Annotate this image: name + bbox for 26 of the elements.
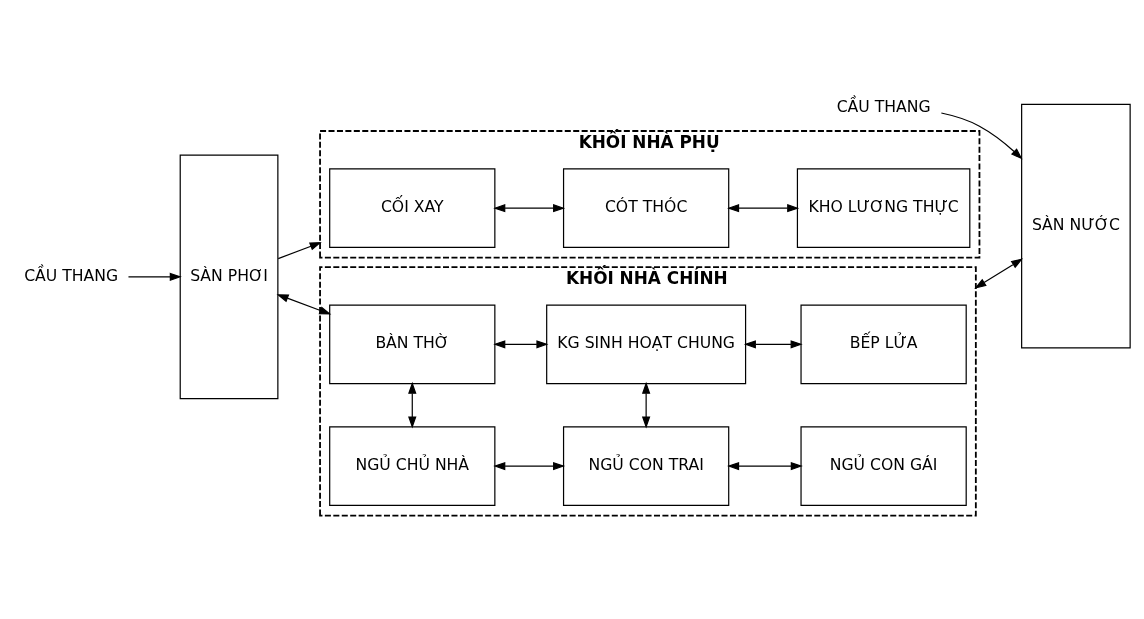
arrow — [408, 381, 417, 428]
node-box: NGỦ CHỦ NHÀ — [329, 425, 496, 506]
node-box: BÀN THỜ — [329, 304, 496, 384]
node-box: BẾP LỬA — [800, 304, 967, 384]
node-text: CẦU THANG — [24, 265, 119, 285]
arrow — [127, 272, 182, 281]
node-box: SÀN PHƠI — [179, 154, 279, 399]
arrow — [727, 203, 800, 212]
node-box: KHO LƯƠNG THỰC — [796, 167, 971, 248]
arrow — [493, 203, 566, 212]
node-text: CẦU THANG — [836, 96, 931, 116]
arrow — [277, 241, 322, 259]
arrow — [727, 461, 803, 470]
arrow — [276, 293, 332, 315]
arrow — [641, 381, 651, 428]
arrow — [493, 461, 566, 470]
arrow — [743, 339, 803, 349]
arrow — [940, 111, 1023, 160]
arrow — [493, 339, 549, 349]
node-box: NGỦ CON TRAI — [562, 425, 730, 506]
node-box: NGỦ CON GÁI — [800, 425, 967, 506]
node-box: CÓT THÓC — [562, 167, 730, 248]
node-box: KG SINH HOẠT CHUNG — [546, 304, 747, 384]
arrow — [974, 257, 1024, 289]
node-box: CỐI XAY — [329, 167, 496, 248]
node-box: SÀN NƯỚC — [1021, 103, 1131, 349]
